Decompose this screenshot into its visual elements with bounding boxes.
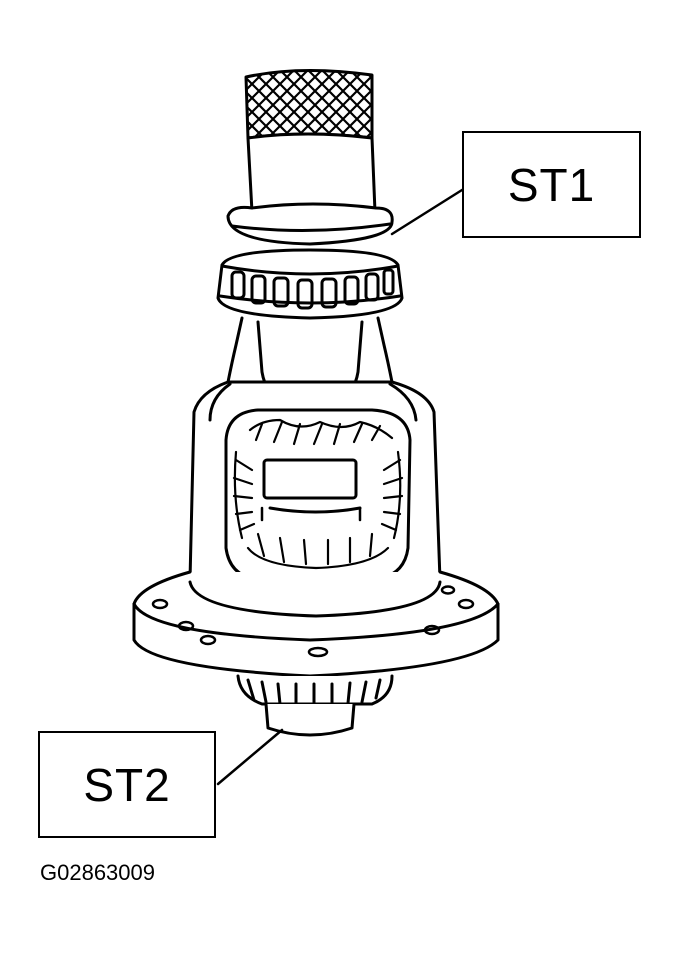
side-gear-teeth	[232, 418, 404, 570]
flange-bolt-holes	[151, 585, 475, 658]
lower-bearing	[236, 674, 394, 706]
st1-label: ST1	[462, 131, 641, 238]
st2-leader-line	[216, 728, 284, 786]
figure-code: G02863009	[40, 860, 155, 885]
bearing-rollers	[230, 268, 395, 310]
st1-tool	[226, 68, 394, 246]
st2-tool	[264, 702, 356, 737]
st2-label: ST2	[38, 731, 216, 838]
knurled-grip	[244, 68, 374, 140]
pinion-shaft	[262, 458, 358, 500]
ring-gear-flange	[132, 570, 500, 678]
upper-bearing	[216, 248, 404, 320]
st1-leader-line	[390, 188, 464, 236]
